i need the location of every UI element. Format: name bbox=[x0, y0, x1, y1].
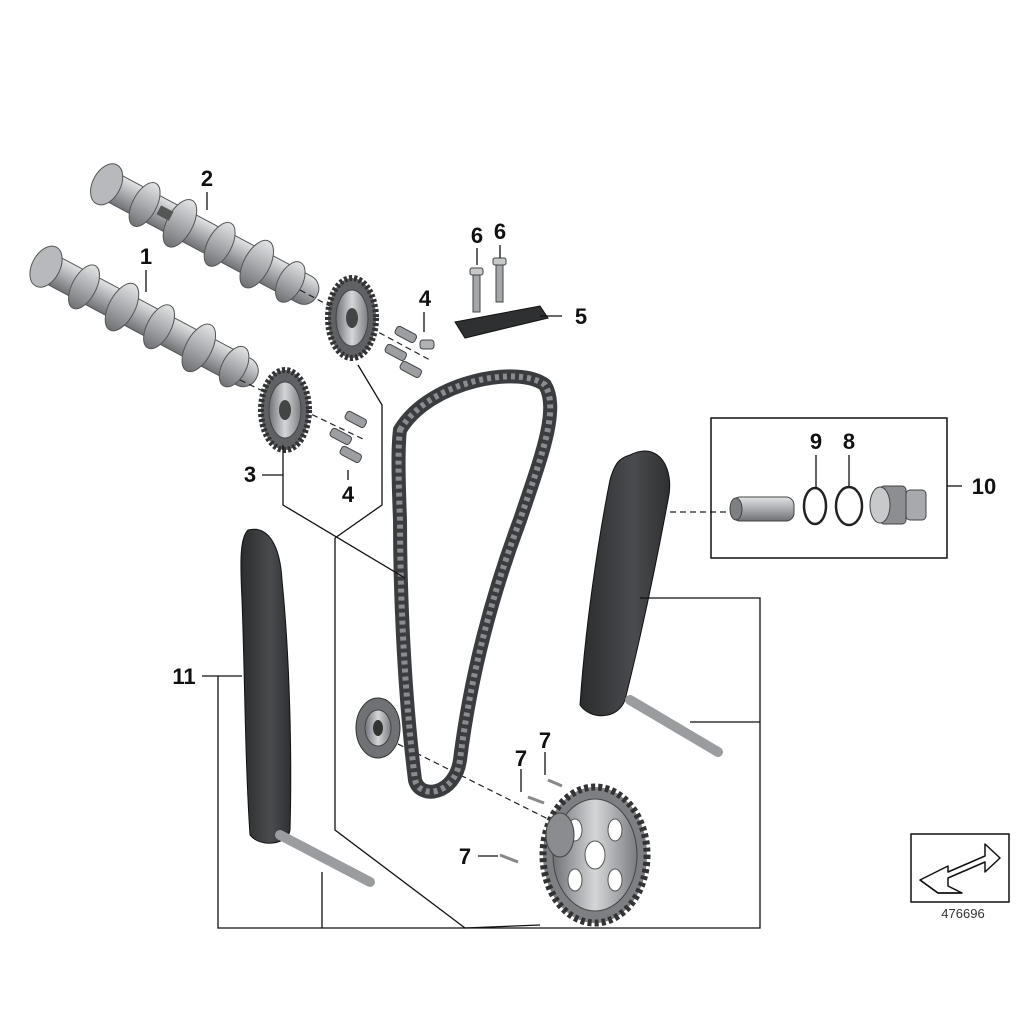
callout-7-bottom: 7 bbox=[459, 844, 471, 869]
callout-4-upper: 4 bbox=[419, 286, 432, 311]
callout-6-right: 6 bbox=[494, 219, 506, 244]
tensioner-inset-frame bbox=[710, 417, 948, 559]
callout-6-left: 6 bbox=[471, 223, 483, 248]
upper-chain-guide bbox=[454, 257, 549, 339]
callout-10: 10 bbox=[972, 474, 996, 499]
locating-pins bbox=[499, 778, 563, 864]
orientation-arrow-icon bbox=[910, 833, 1010, 903]
callout-1: 1 bbox=[140, 244, 152, 269]
sprocket-bolts-upper bbox=[384, 325, 435, 379]
callout-4-lower: 4 bbox=[342, 482, 355, 507]
callout-5: 5 bbox=[575, 304, 587, 329]
tensioner-screw-plug bbox=[869, 485, 927, 525]
callout-7-top: 7 bbox=[539, 728, 551, 753]
intake-camshaft bbox=[29, 245, 259, 388]
document-number: 476696 bbox=[941, 906, 984, 921]
tensioner-rail-pin bbox=[625, 695, 723, 757]
callout-2: 2 bbox=[201, 166, 213, 191]
callout-7-middle: 7 bbox=[515, 746, 527, 771]
callout-9: 9 bbox=[810, 429, 822, 454]
fixed-chain-guide bbox=[240, 528, 292, 844]
tensioner-plunger bbox=[729, 496, 795, 522]
idler-bearing bbox=[355, 697, 401, 759]
sealing-ring-8 bbox=[834, 485, 864, 527]
tensioner-rail bbox=[579, 450, 671, 717]
intake-cam-sprocket bbox=[258, 367, 312, 453]
crankshaft-sprocket bbox=[539, 783, 651, 927]
callout-8: 8 bbox=[843, 429, 855, 454]
callout-11: 11 bbox=[172, 664, 195, 689]
exhaust-cam-sprocket bbox=[325, 275, 379, 361]
sealing-ring-9 bbox=[802, 486, 828, 526]
callout-3: 3 bbox=[244, 462, 256, 487]
timing-chain bbox=[391, 369, 558, 799]
exhaust-camshaft bbox=[90, 163, 320, 305]
guide-rail-pin bbox=[275, 830, 375, 887]
sprocket-bolts-lower bbox=[329, 410, 368, 464]
